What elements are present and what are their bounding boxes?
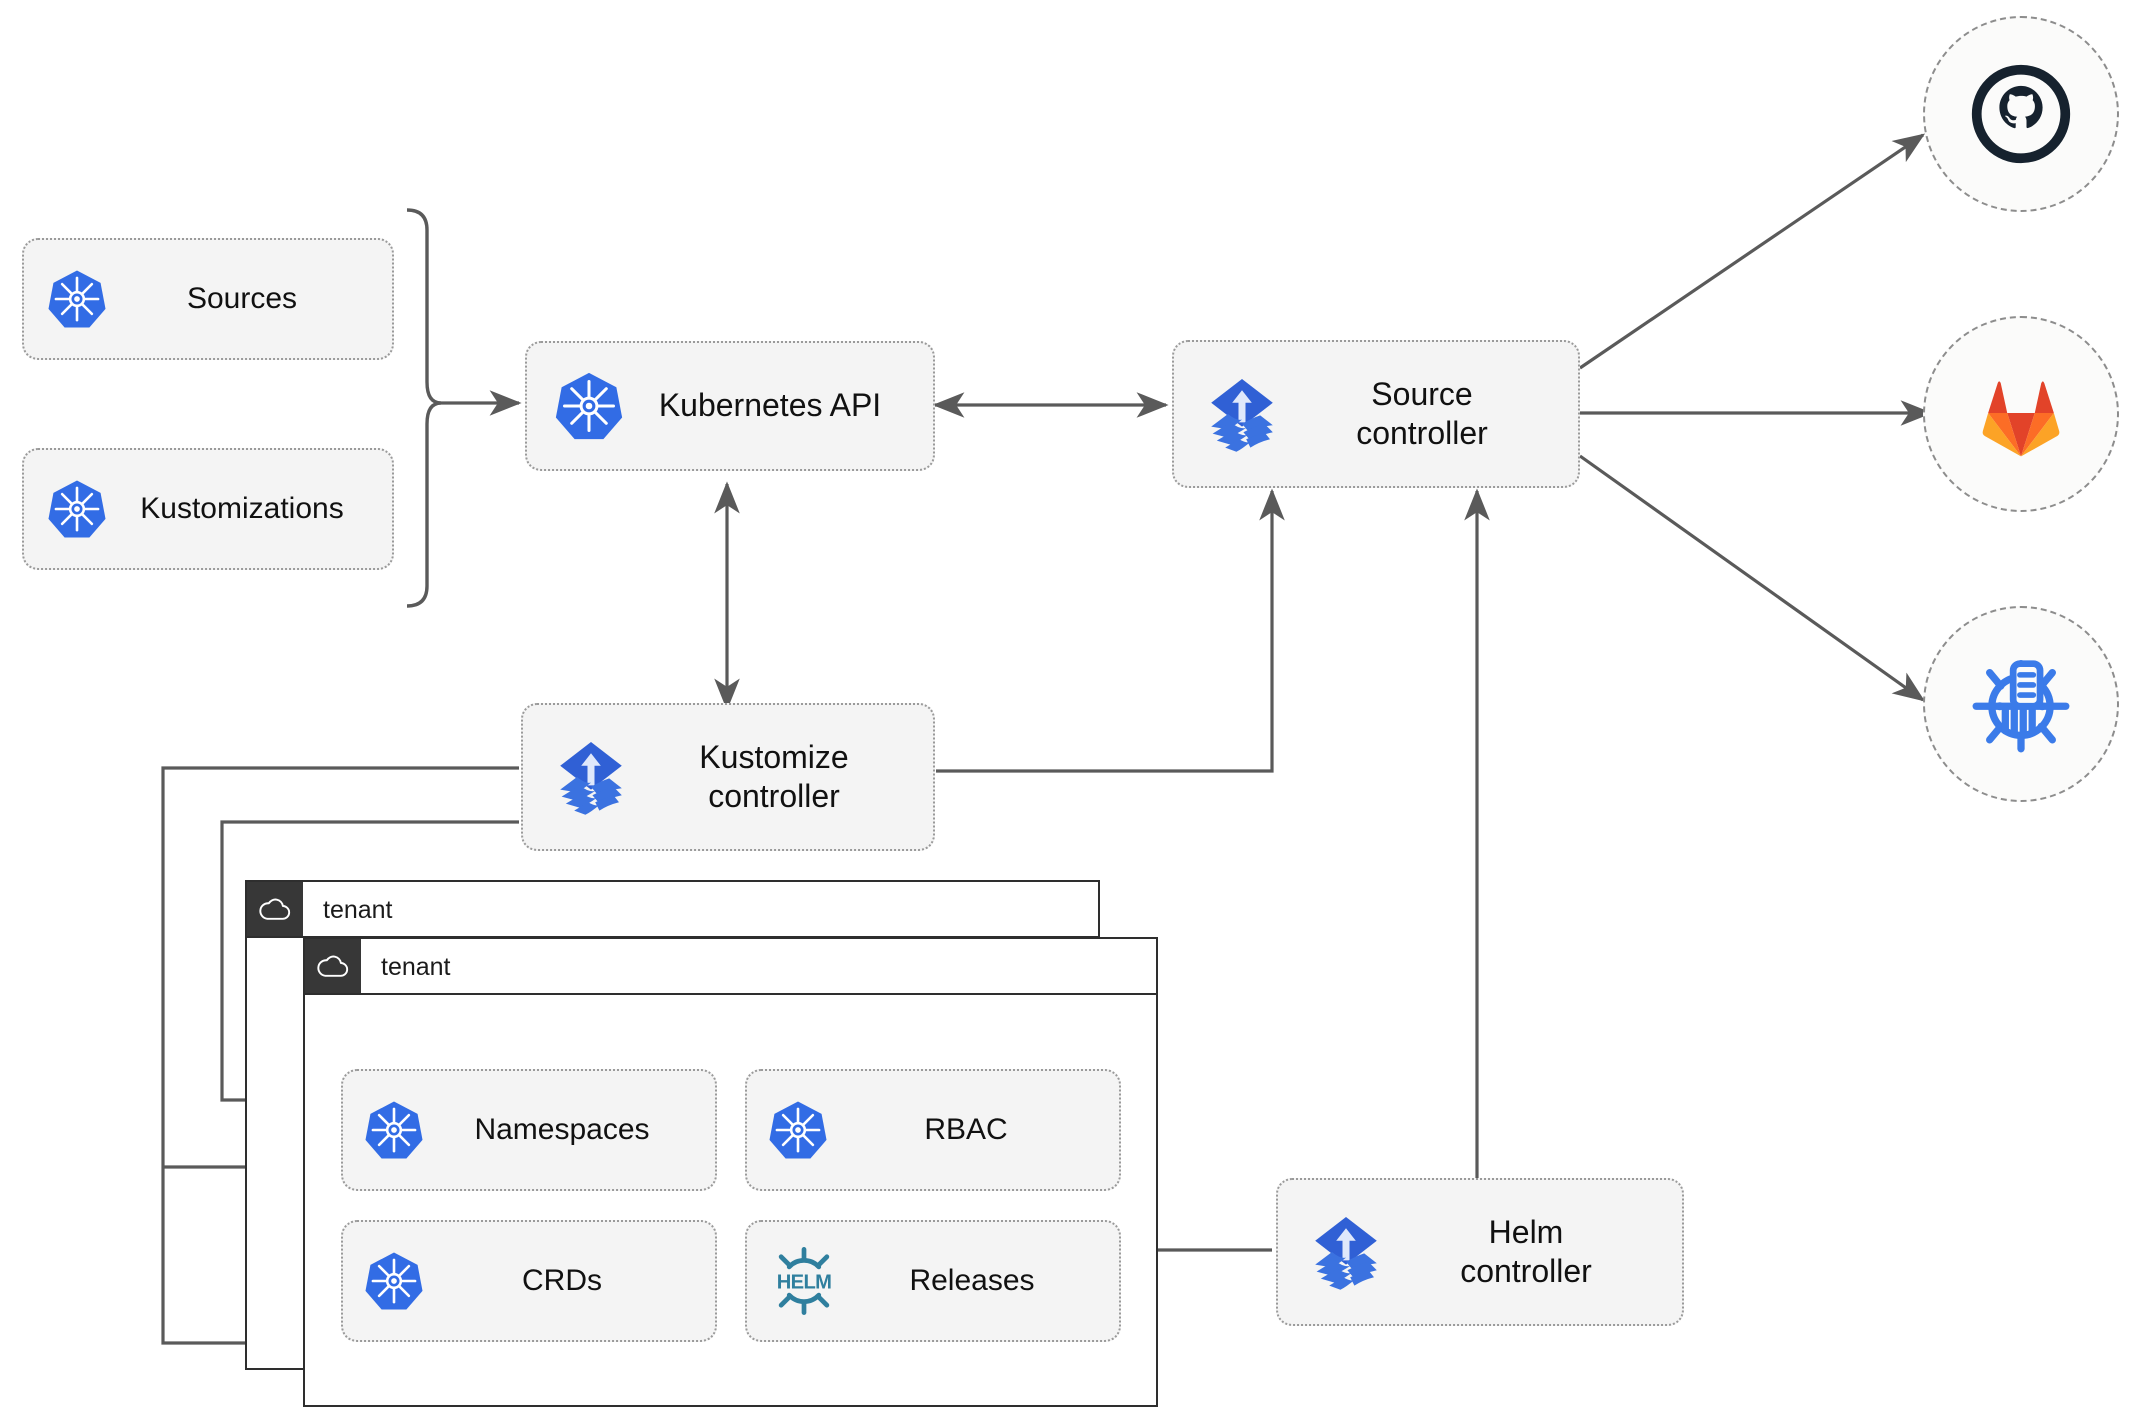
helm-chart-icon <box>1972 660 2070 753</box>
kubernetes-icon <box>363 1099 425 1161</box>
cloud-icon <box>247 882 303 938</box>
github-icon <box>1971 64 2071 164</box>
cloud-icon <box>305 939 361 995</box>
tenant-front-label: tenant <box>381 952 451 981</box>
helm-logo-icon: HELM <box>767 1244 841 1318</box>
node-kubernetes-api-label: Kubernetes API <box>658 387 882 424</box>
node-crds-label: CRDs <box>522 1263 602 1297</box>
edge-kustomize-to-source <box>936 488 1285 773</box>
kubernetes-icon <box>46 478 108 540</box>
kubernetes-icon <box>363 1250 425 1312</box>
node-kustomizations-label: Kustomizations <box>140 491 344 525</box>
node-helm-controller[interactable]: Helm controller <box>1276 1178 1684 1326</box>
tenant-front-divider <box>305 993 1156 995</box>
flux-icon <box>1304 1210 1388 1294</box>
tenant-back-header: tenant <box>247 882 393 938</box>
provider-github[interactable] <box>1923 16 2119 212</box>
node-namespaces-label: Namespaces <box>474 1112 650 1146</box>
kubernetes-icon <box>767 1099 829 1161</box>
node-namespaces[interactable]: Namespaces <box>341 1069 717 1191</box>
node-kustomize-controller-label: Kustomize controller <box>699 738 849 814</box>
provider-helm-repository[interactable] <box>1923 606 2119 802</box>
tenant-front-container[interactable]: tenant Namespaces <box>303 937 1158 1407</box>
resources-bracket <box>406 208 442 608</box>
node-source-controller-label: Source controller <box>1356 375 1488 451</box>
kubernetes-icon <box>46 268 108 330</box>
edge-source-to-helm-repository <box>1579 454 1926 702</box>
kubernetes-icon <box>553 370 625 442</box>
tenant-front-header: tenant <box>305 939 451 995</box>
provider-gitlab[interactable] <box>1923 316 2119 512</box>
node-releases-label: Releases <box>909 1263 1035 1297</box>
edge-source-to-github <box>1579 133 1926 370</box>
node-source-controller[interactable]: Source controller <box>1172 340 1580 488</box>
svg-text:HELM: HELM <box>777 1271 831 1293</box>
node-releases[interactable]: HELM Releases <box>745 1220 1121 1342</box>
flux-icon <box>549 735 633 819</box>
node-sources[interactable]: Sources <box>22 238 394 360</box>
node-sources-label: Sources <box>186 281 298 315</box>
gitlab-icon <box>1982 381 2060 457</box>
node-rbac-label: RBAC <box>924 1112 1008 1146</box>
node-kubernetes-api[interactable]: Kubernetes API <box>525 341 935 471</box>
node-helm-controller-label: Helm controller <box>1460 1213 1592 1289</box>
node-rbac[interactable]: RBAC <box>745 1069 1121 1191</box>
node-crds[interactable]: CRDs <box>341 1220 717 1342</box>
flux-icon <box>1200 372 1284 456</box>
node-kustomizations[interactable]: Kustomizations <box>22 448 394 570</box>
node-kustomize-controller[interactable]: Kustomize controller <box>521 703 935 851</box>
tenant-back-label: tenant <box>323 895 393 924</box>
